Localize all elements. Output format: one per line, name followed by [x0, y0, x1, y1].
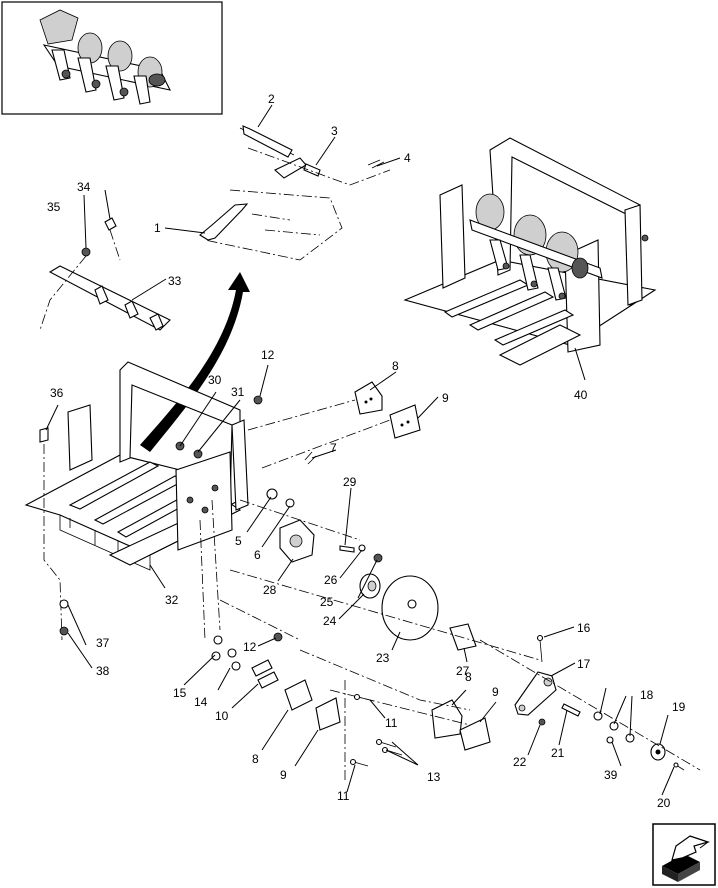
- callout-12-lower: 12: [243, 640, 257, 654]
- top-bracket-assembly: [199, 125, 391, 261]
- callout-33: 33: [168, 274, 182, 288]
- callout-28: 28: [263, 583, 277, 597]
- callout-5: 5: [235, 534, 242, 548]
- callout-11-upper: 11: [385, 716, 398, 730]
- callout-9-lower-left: 9: [280, 768, 287, 782]
- callout-10: 10: [215, 709, 229, 723]
- callout-17: 17: [577, 657, 591, 671]
- callout-4: 4: [404, 151, 411, 165]
- assembled-unit: [403, 137, 657, 366]
- callout-13: 13: [427, 770, 441, 784]
- callout-22: 22: [513, 755, 527, 769]
- callout-6: 6: [254, 548, 261, 562]
- callout-7: 7: [330, 441, 337, 455]
- callout-32: 32: [165, 593, 179, 607]
- lower-bolts: [344, 680, 403, 780]
- angle-bar-assembly: [39, 217, 171, 331]
- callout-27: 27: [456, 664, 470, 678]
- callout-39: 39: [604, 768, 618, 782]
- callout-8-lower-left: 8: [252, 752, 259, 766]
- callout-21: 21: [551, 746, 565, 760]
- callout-40: 40: [574, 388, 588, 402]
- callout-38: 38: [96, 664, 110, 678]
- left-bolts: [59, 599, 69, 636]
- callout-36: 36: [50, 386, 64, 400]
- callout-8-lower-right: 8: [465, 670, 472, 684]
- right-linkage: [479, 634, 701, 771]
- callout-18: 18: [640, 688, 654, 702]
- callout-26: 26: [324, 573, 338, 587]
- callout-25: 25: [320, 595, 334, 609]
- callout-16: 16: [577, 621, 591, 635]
- callout-labels: 1 2 3 4 5 6 7 8 8 8 9 9 9 10 11 11 12 12…: [47, 92, 686, 810]
- leader-lines: [45, 104, 675, 796]
- assembly-direction-arrow: [140, 272, 250, 452]
- callout-24: 24: [323, 614, 337, 628]
- callout-29: 29: [343, 475, 357, 489]
- upper-plates: [247, 381, 421, 469]
- callout-12-upper: 12: [261, 348, 275, 362]
- callout-3: 3: [331, 124, 338, 138]
- main-frame: [24, 361, 263, 641]
- callout-34: 34: [77, 180, 91, 194]
- callout-2: 2: [268, 92, 275, 106]
- callout-31: 31: [231, 385, 245, 399]
- assembly-overview-thumbnail: [1, 1, 223, 115]
- callout-14: 14: [194, 695, 208, 709]
- next-page-arrow-icon[interactable]: [652, 823, 716, 886]
- callout-11-lower: 11: [337, 789, 350, 803]
- callout-20: 20: [657, 796, 671, 810]
- callout-9-lower-right: 9: [492, 685, 499, 699]
- callout-1: 1: [154, 221, 161, 235]
- callout-30: 30: [208, 373, 222, 387]
- callout-23: 23: [376, 651, 390, 665]
- callout-8-upper: 8: [392, 359, 399, 373]
- callout-19: 19: [672, 700, 686, 714]
- lower-plates: [284, 649, 491, 751]
- callout-35: 35: [47, 200, 61, 214]
- left-hardware: [199, 499, 301, 689]
- callout-15: 15: [173, 686, 187, 700]
- disc-drive-assembly: [229, 451, 541, 661]
- callout-37: 37: [96, 636, 110, 650]
- callout-9-upper: 9: [442, 391, 449, 405]
